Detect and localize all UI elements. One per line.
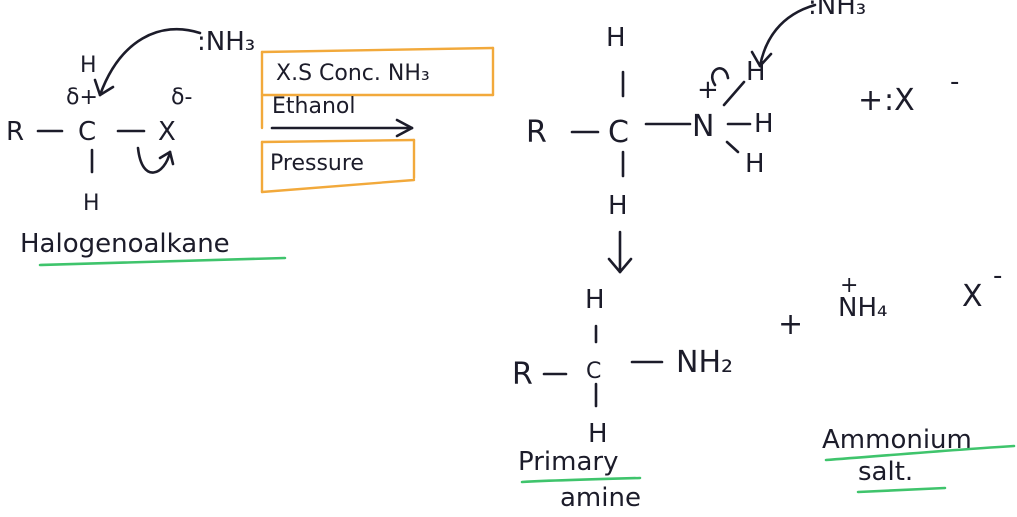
r-group-left: R <box>6 117 24 147</box>
condition-solvent: Ethanol <box>272 94 355 119</box>
underline-halogenoalkane <box>38 256 287 267</box>
intermediate-structure: :NH₃ H R C N + H H H H + :X - <box>526 0 959 221</box>
underline-ammonium <box>824 444 1016 462</box>
counter-ion-charge: - <box>993 261 1002 291</box>
halide-ion: :X <box>884 83 915 118</box>
h-n-right: H <box>754 109 774 139</box>
h-top-intermediate: H <box>606 23 626 53</box>
plus-sign-intermediate: + <box>858 83 883 118</box>
curly-arrow-nh-bond <box>711 67 730 87</box>
label-salt: salt. <box>858 457 913 487</box>
down-arrow <box>607 230 633 274</box>
delta-minus-label: δ- <box>171 85 192 110</box>
carbon-left: C <box>78 117 96 147</box>
reaction-arrow-head <box>395 118 414 138</box>
carbon-intermediate: C <box>608 115 629 150</box>
condition-pressure: Pressure <box>270 151 364 176</box>
condition-reagent: X.S Conc. NH₃ <box>276 61 430 86</box>
h-n-top: H <box>746 57 766 87</box>
ammonium-charge: + <box>840 273 858 298</box>
h-bottom-intermediate: H <box>608 191 628 221</box>
charge-nitrogen: + <box>697 75 719 105</box>
product-structure: H R C NH₂ H + + NH₄ X - Primary amine Am… <box>512 261 1016 513</box>
plus-sign-product: + <box>778 307 803 342</box>
ammonium-ion: NH₄ <box>838 293 887 323</box>
h-bottom-product: H <box>588 419 608 449</box>
arrowhead-nucleophilic-attack <box>93 78 115 97</box>
h-top-left: H <box>80 53 97 78</box>
arrowhead-deprotonation <box>750 50 773 68</box>
nucleophile-nh3-left: :NH₃ <box>197 27 255 57</box>
arrowhead-bond-break <box>158 150 175 166</box>
label-amine: amine <box>560 483 641 513</box>
halide-charge: - <box>950 67 959 97</box>
nucleophile-nh3-right: :NH₃ <box>808 0 866 21</box>
curly-arrow-bond-break <box>136 146 172 174</box>
bond-n-h-bottom <box>725 140 740 154</box>
box2-bottom <box>260 178 416 194</box>
r-group-product: R <box>512 357 533 392</box>
h-n-bottom: H <box>745 149 765 179</box>
halogen-x-left: X <box>158 117 176 147</box>
underline-primary <box>520 476 642 484</box>
halogenoalkane-structure: :NH₃ H δ+ δ- R C X H Halogenoalkane <box>6 27 287 267</box>
carbon-product: C <box>586 359 601 384</box>
h-bottom-left: H <box>83 191 100 216</box>
nitrogen-intermediate: N <box>692 109 714 144</box>
reaction-conditions: X.S Conc. NH₃ Ethanol Pressure <box>260 46 495 194</box>
h-top-product: H <box>585 285 605 315</box>
label-primary: Primary <box>518 447 618 477</box>
amine-group: NH₂ <box>676 345 733 380</box>
curly-arrow-deprotonation <box>758 3 817 68</box>
curly-arrow-nucleophilic-attack <box>98 27 202 97</box>
underline-salt <box>856 486 947 494</box>
bond-n-h-top <box>722 80 746 107</box>
r-group-intermediate: R <box>526 115 547 150</box>
down-arrow-head <box>607 257 633 274</box>
box-top <box>260 46 495 54</box>
label-halogenoalkane: Halogenoalkane <box>20 229 230 259</box>
box2-top <box>260 138 416 144</box>
counter-ion-x: X <box>962 279 983 314</box>
delta-plus-label: δ+ <box>66 85 98 110</box>
